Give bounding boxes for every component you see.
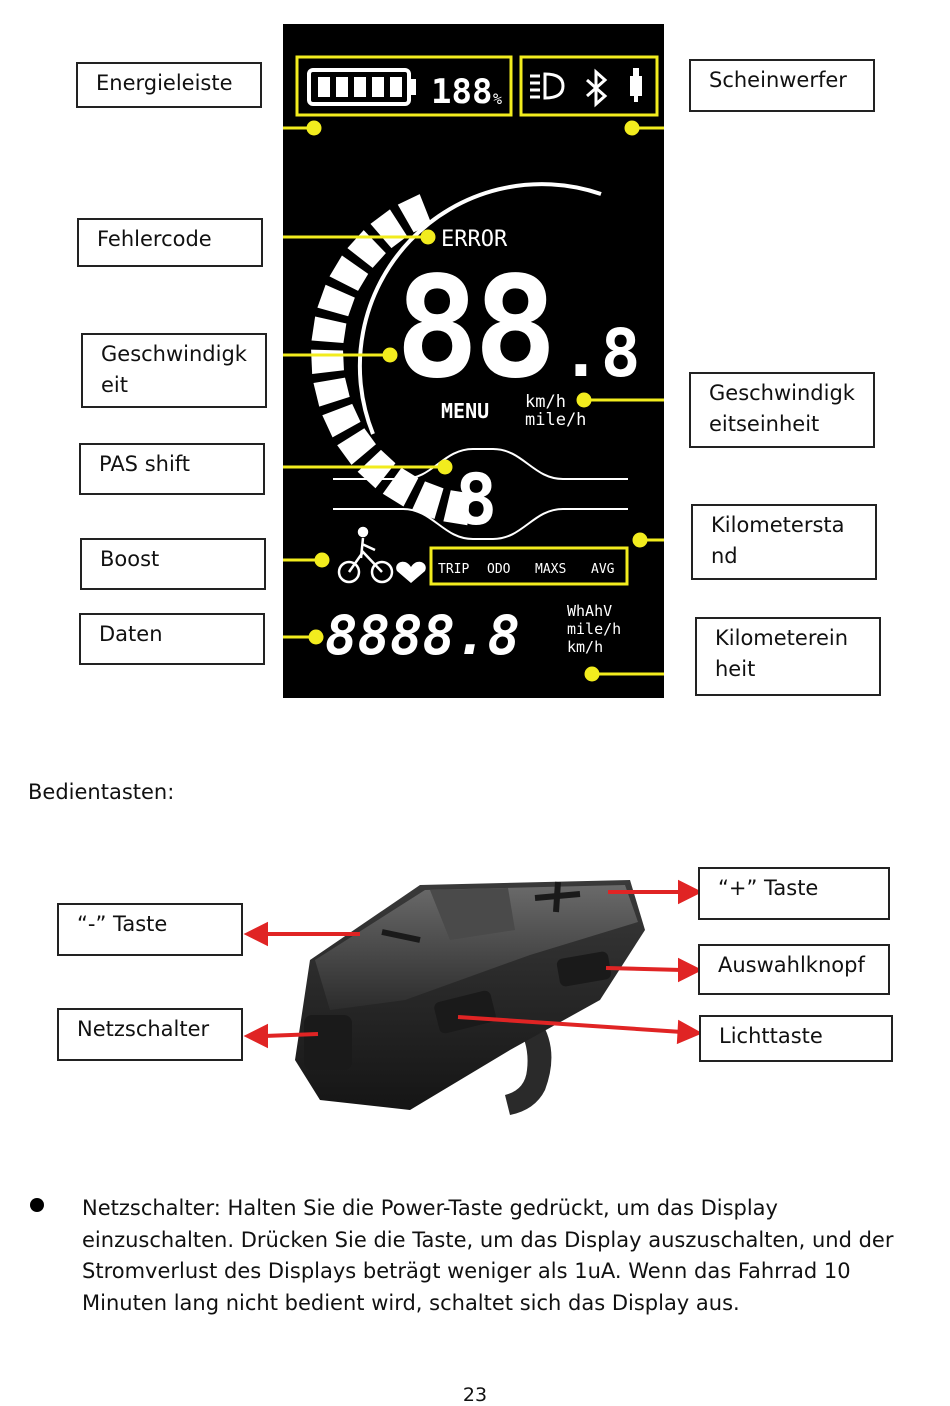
controller-image [240,860,700,1140]
speed-gauge-segment [329,255,369,291]
label-auswahlknopf: Auswahlknopf [698,944,890,995]
battery-percent: 188 [431,72,492,112]
heart-rate-icon [396,561,426,583]
pas-frame [333,448,628,540]
controller-graphic [295,880,645,1115]
minus-symbol [381,929,421,943]
speed-gauge-segment [411,481,444,520]
battery-icon [307,68,416,106]
speed-gauge-segment [311,316,347,344]
select-button[interactable] [556,951,612,988]
lcd-display: 188 % ERROR 88 .8 MENU km/h mile/h [283,24,664,698]
battery-highlight-box [295,55,513,117]
speed-unit-mileh: mile/h [525,410,586,430]
speed-gauge-segment [322,403,361,438]
data-unit-mileh: mile/h [567,620,621,638]
label-lichttaste: Lichttaste [699,1015,893,1062]
label-geschwindigkeitseinheit: Geschwindigk eitseinheit [689,372,875,448]
label-daten: Daten [79,613,265,665]
mode-maxs: MAXS [535,562,566,577]
error-indicator: ERROR [441,227,508,252]
speed-gauge-segment [313,377,350,407]
mode-highlight-box [429,546,629,586]
menu-indicator: MENU [441,399,489,423]
label-fehlercode: Fehlercode [77,218,263,267]
headlight-icon [530,72,565,100]
netzschalter-paragraph: Netzschalter: Halten Sie die Power-Taste… [82,1196,894,1315]
bedientasten-heading: Bedientasten: [28,780,175,804]
speed-gauge-segment [370,209,408,249]
speed-gauge-segment [382,467,419,507]
speed-gauge-segment [337,428,376,465]
mode-odo: ODO [487,562,511,577]
bluetooth-icon [586,68,608,108]
label-kilometerstand: Kilometersta nd [691,504,877,580]
label-geschwindigkeit: Geschwindigk eit [81,333,267,408]
usb-icon [630,68,642,102]
bullet-point [30,1198,44,1212]
label-minus-taste: “-” Taste [57,903,243,956]
label-plus-taste: “+” Taste [698,867,890,920]
label-kilometereinheit: Kilometerein heit [695,617,881,696]
speed-gauge-segment [397,194,432,233]
power-button[interactable] [304,1015,352,1070]
speed-unit-kmh: km/h [525,392,566,412]
icons-highlight-box [519,55,659,117]
speed-gauge-segment [311,349,344,374]
mode-avg: AVG [591,562,615,577]
label-pas-shift: PAS shift [79,443,265,495]
label-netzschalter: Netzschalter [57,1008,243,1061]
mode-trip: TRIP [438,562,469,577]
data-digits: 8888.8 [325,604,520,667]
speed-digits: 88 [395,247,552,410]
speed-gauge-segment [443,490,471,526]
data-unit-kmh: km/h [567,638,603,656]
speed-gauge-segment [317,284,355,317]
speed-gauge-segment [357,449,396,489]
label-energieleiste: Energieleiste [76,62,262,108]
label-scheinwerfer: Scheinwerfer [689,59,875,112]
speed-gauge-ring [357,182,602,435]
plus-symbol [534,881,581,913]
lcd-display-graphic: 188 % ERROR 88 .8 MENU km/h mile/h [295,55,659,667]
speed-decimal: .8 [561,315,640,392]
speed-gauge-segment [347,230,386,268]
page-number: 23 [462,1384,488,1406]
label-boost: Boost [80,538,266,590]
data-unit-whahv: WhAhV [567,602,612,620]
pas-level: 8 [455,459,497,541]
clamp-ring [505,1020,552,1115]
battery-percent-sign: % [493,90,502,108]
controller-top-surface [315,885,638,1010]
walk-assist-icon [337,526,394,584]
